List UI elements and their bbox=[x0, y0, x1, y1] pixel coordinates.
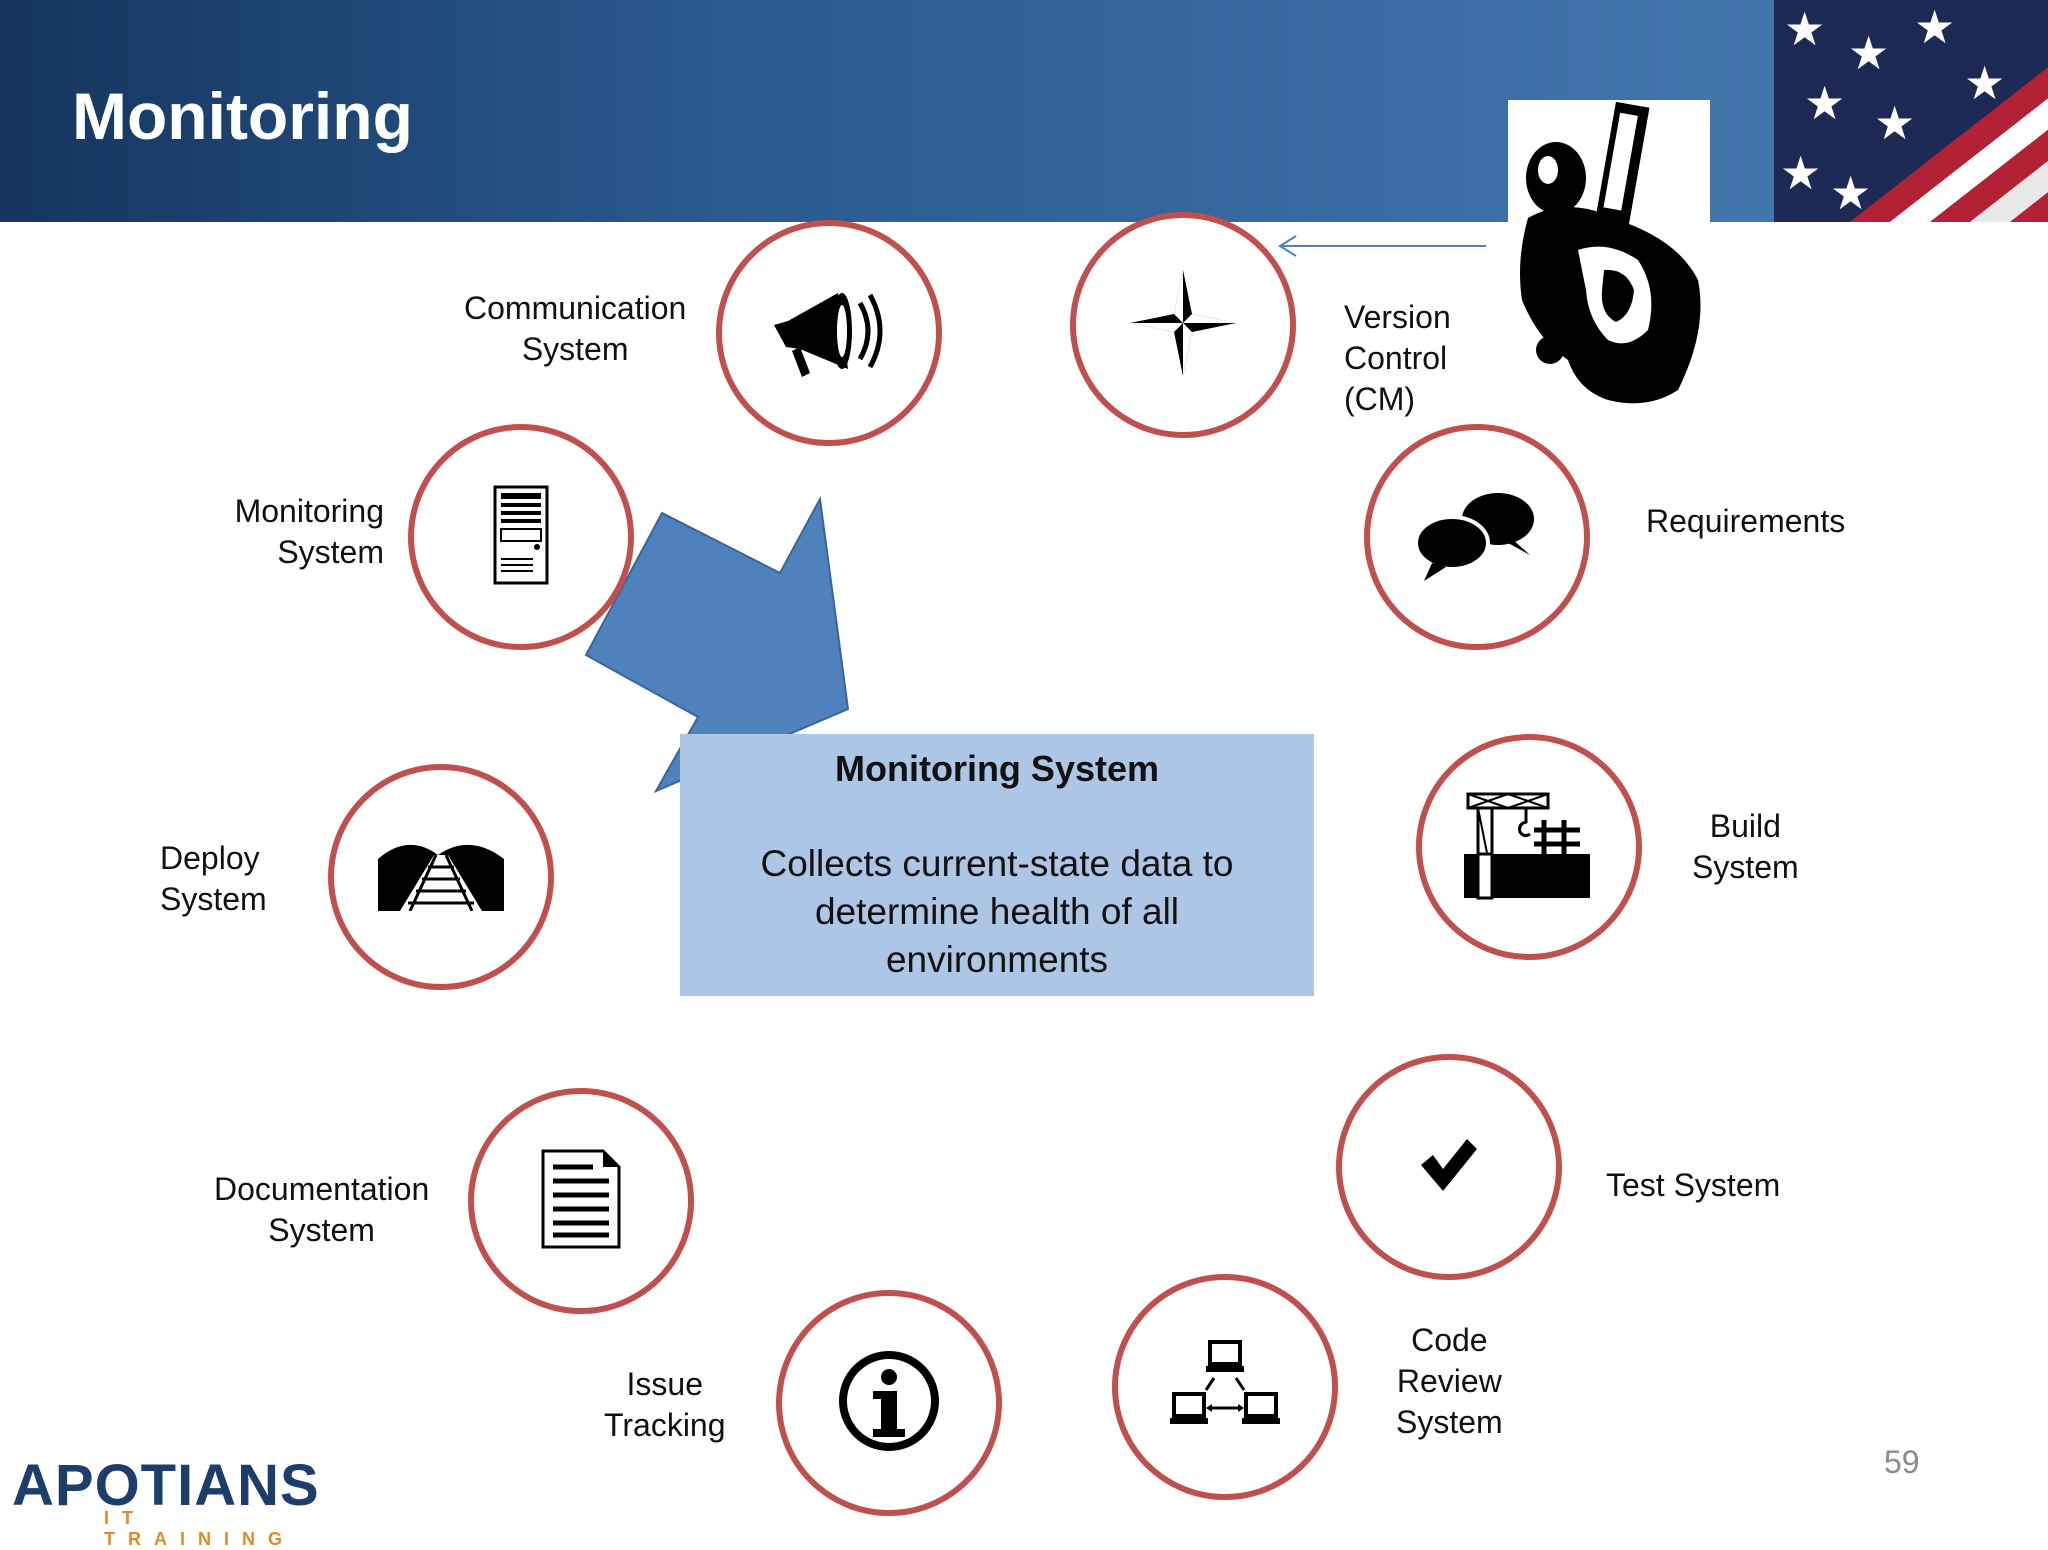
logo-sub-text: IT TRAINING bbox=[104, 1508, 295, 1549]
label-line: Communication bbox=[464, 290, 687, 326]
checkmark-icon bbox=[1419, 1135, 1479, 1200]
flag-image: ★ ★ ★ ★ ★ ★ ★ ★ bbox=[1774, 0, 2048, 222]
documentation-system-label: Documentation System bbox=[214, 1169, 429, 1251]
requirements-label: Requirements bbox=[1646, 503, 1846, 539]
label-line: System bbox=[268, 1212, 375, 1248]
monitoring-system-node bbox=[408, 424, 634, 650]
label-line: Deploy bbox=[160, 840, 260, 876]
monitoring-callout: Monitoring System Collects current-state… bbox=[680, 734, 1314, 996]
build-system-node bbox=[1416, 734, 1642, 960]
info-icon bbox=[837, 1349, 941, 1458]
megaphone-icon bbox=[764, 281, 894, 386]
logo-main-text: APOTIANS bbox=[12, 1453, 320, 1518]
test-system-node bbox=[1336, 1054, 1562, 1280]
pointer-arrow bbox=[1278, 235, 1486, 257]
speech-bubbles-icon bbox=[1412, 485, 1542, 590]
construction-crane-icon bbox=[1464, 790, 1594, 905]
scientist-illustration bbox=[1508, 100, 1710, 410]
server-tower-icon bbox=[493, 485, 549, 590]
railroad-track-icon bbox=[378, 839, 504, 916]
communication-system-node bbox=[716, 220, 942, 446]
label-line: Version bbox=[1344, 299, 1451, 335]
version-control-node bbox=[1070, 212, 1296, 438]
label-line: Issue bbox=[626, 1366, 703, 1402]
label-line: Control bbox=[1344, 340, 1448, 376]
code-review-system-node bbox=[1112, 1274, 1338, 1500]
label-line: (CM) bbox=[1344, 381, 1416, 417]
deploy-system-label: Deploy System bbox=[160, 838, 267, 920]
label-line: System bbox=[1396, 1404, 1503, 1440]
label-line: Tracking bbox=[604, 1407, 726, 1443]
document-icon bbox=[541, 1149, 621, 1254]
monitoring-system-label: Monitoring System bbox=[192, 491, 384, 573]
label-line: Code bbox=[1411, 1322, 1488, 1358]
callout-title: Monitoring System bbox=[834, 748, 1160, 789]
apotians-logo: APOTIANS IT TRAINING bbox=[12, 1452, 319, 1549]
label-line: Documentation bbox=[214, 1171, 430, 1207]
slide-title: Monitoring bbox=[72, 79, 413, 153]
requirements-node bbox=[1364, 424, 1590, 650]
label-line: System bbox=[160, 881, 267, 917]
label-line: Monitoring bbox=[234, 493, 384, 529]
big-arrow bbox=[584, 495, 850, 794]
issue-tracking-node bbox=[776, 1290, 1002, 1516]
label-line: System bbox=[277, 534, 384, 570]
build-system-label: Build System bbox=[1692, 806, 1799, 888]
network-computers-icon bbox=[1170, 1339, 1280, 1435]
page-number: 59 bbox=[1884, 1444, 1920, 1480]
deploy-system-node bbox=[328, 764, 554, 990]
test-system-label: Test System bbox=[1606, 1167, 1781, 1203]
documentation-system-node bbox=[468, 1088, 694, 1314]
communication-system-label: Communication System bbox=[464, 288, 686, 370]
label-line: System bbox=[521, 331, 629, 367]
label-line: System bbox=[1692, 849, 1799, 885]
version-control-label: Version Control (CM) bbox=[1344, 297, 1451, 420]
compass-star-icon bbox=[1128, 268, 1238, 383]
callout-text: Collects current-state data to determine… bbox=[760, 843, 1234, 980]
issue-tracking-label: Issue Tracking bbox=[604, 1364, 726, 1446]
label-line: Build bbox=[1709, 808, 1781, 844]
label-line: Review bbox=[1396, 1363, 1502, 1399]
code-review-system-label: Code Review System bbox=[1396, 1320, 1503, 1443]
